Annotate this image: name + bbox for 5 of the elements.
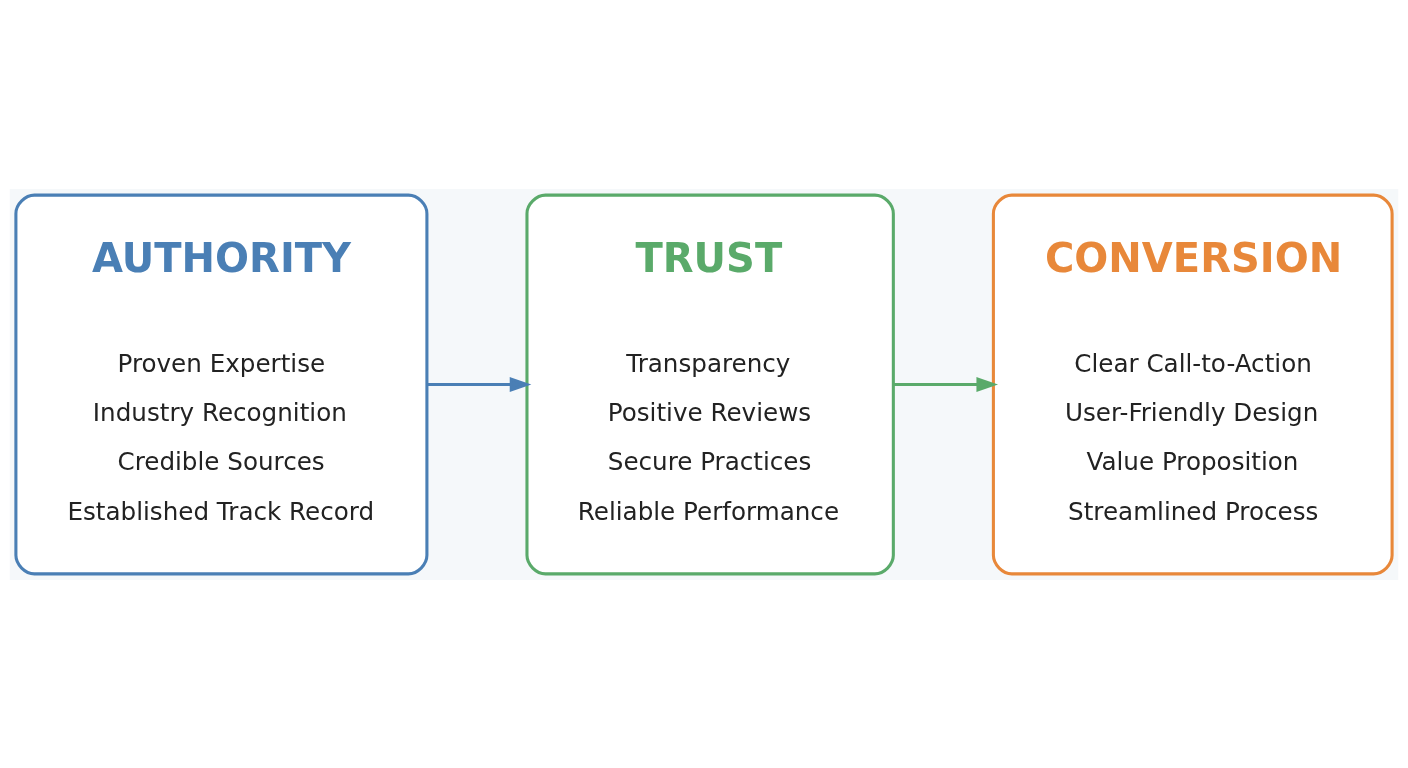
arrow bbox=[427, 376, 532, 392]
node-box: AUTHORITY Proven Expertise Industry Recognition Credible Sources Established Track Record bbox=[14, 193, 429, 575]
node-box: CONVERSION Clear Call-to-Action User-Friendly Design Value Proposition Streamlined Process bbox=[991, 193, 1394, 575]
arrow bbox=[893, 376, 999, 392]
node-box: TRUST Transparency Positive Reviews Secure Practices Reliable Performance bbox=[525, 193, 895, 575]
